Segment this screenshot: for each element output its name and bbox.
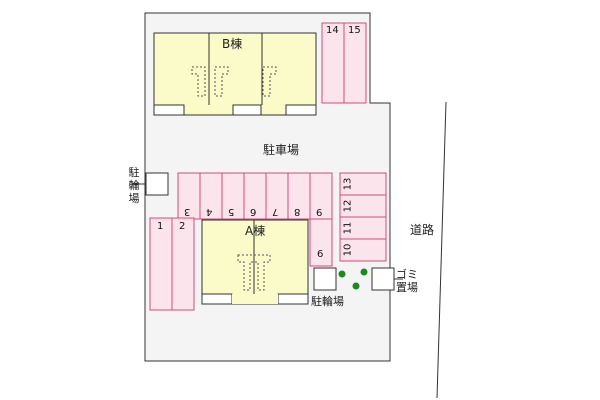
parking-number: 2 — [179, 221, 186, 232]
parking-number: 15 — [348, 25, 361, 36]
parking-number: 10 — [342, 243, 354, 257]
parking-number: 12 — [342, 199, 354, 213]
parking-number: 5 — [228, 206, 235, 217]
bike-parking-right — [313, 267, 337, 291]
parking-number: 14 — [326, 25, 339, 36]
parking-number: 3 — [184, 206, 191, 217]
parking-label: 駐車場 — [263, 143, 300, 157]
bike-left-label: 駐 輪 場 — [128, 166, 140, 205]
parking-number: 7 — [272, 206, 279, 217]
building-b-label: B棟 — [222, 37, 243, 51]
parking-number: 1 — [157, 221, 164, 232]
tree — [352, 282, 360, 290]
garbage-label: ゴミ 置場 — [396, 268, 418, 294]
parking-number: 8 — [294, 206, 301, 217]
tree — [360, 268, 368, 276]
bike-right-label: 駐輪場 — [311, 295, 344, 308]
bike-parking-left — [145, 172, 169, 196]
garbage-area — [371, 267, 395, 291]
parking-top-right — [321, 22, 367, 104]
parking-number: 13 — [342, 177, 354, 191]
parking-number: 4 — [206, 206, 213, 217]
building-a-label: A棟 — [245, 224, 266, 238]
parking-left-pair — [149, 217, 195, 311]
parking-number: 11 — [342, 221, 354, 235]
parking-right-stack — [339, 172, 387, 262]
tree — [338, 270, 346, 278]
parking-number: 6 — [317, 249, 324, 260]
road-label: 道路 — [410, 223, 435, 237]
parking-middle-row — [177, 172, 333, 220]
parking-number: 6 — [250, 206, 257, 217]
building-b — [153, 32, 317, 116]
parking-slot-single — [309, 218, 333, 267]
parking-number: 9 — [316, 206, 323, 217]
building-a — [201, 219, 309, 305]
road-line — [436, 101, 447, 399]
